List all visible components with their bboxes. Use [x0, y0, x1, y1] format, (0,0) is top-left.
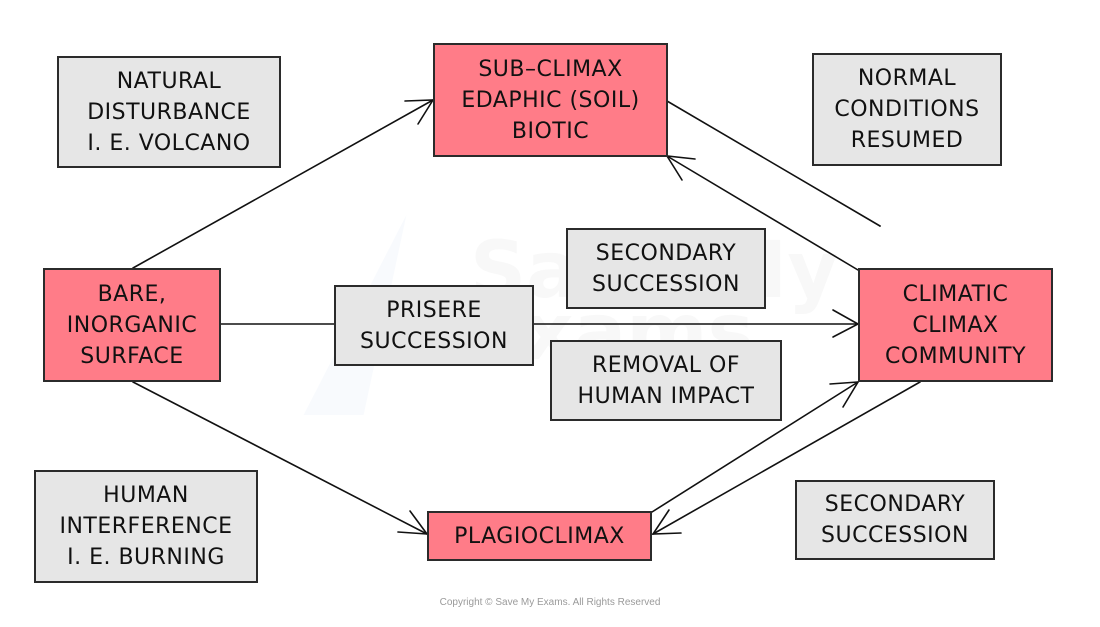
note-label-line: CONDITIONS — [834, 97, 980, 122]
arrowhead-icon — [404, 99, 435, 125]
stage-climatic-climax-community: CLIMATIC CLIMAX COMMUNITY — [858, 268, 1053, 382]
arrow-climatic-to-subclimax — [666, 155, 859, 271]
note-label-line: SECONDARY — [824, 492, 966, 517]
note-label-line: HUMAN IMPACT — [577, 383, 755, 409]
stage-bare-inorganic-surface: BARE, INORGANIC SURFACE — [43, 268, 221, 382]
arrow-plagioclimax-to-climatic — [651, 381, 859, 513]
stage-label-line: SUB–CLIMAX — [478, 56, 623, 82]
stage-label-line: EDAPHIC (SOIL) — [461, 87, 640, 113]
note-label-line: DISTURBANCE — [87, 99, 251, 125]
note-label-line: RESUMED — [850, 128, 964, 153]
stage-label-line: INORGANIC — [66, 312, 198, 338]
arrowhead-icon — [651, 509, 682, 535]
arrow-subclimax-to-climatic — [666, 100, 881, 227]
note-human-interference: HUMAN INTERFERENCE I. E. BURNING — [34, 470, 258, 583]
arrow-bare-to-subclimax — [132, 99, 434, 269]
stage-label-line: SURFACE — [80, 343, 184, 369]
note-label-line: SECONDARY — [595, 240, 737, 266]
note-secondary-succession-upper: SECONDARY SUCCESSION — [566, 228, 766, 309]
note-label-line: SUCCESSION — [821, 523, 969, 548]
note-label-line: I. E. BURNING — [67, 545, 225, 570]
note-label-line: I. E. VOLCANO — [87, 130, 251, 156]
note-label-line: INTERFERENCE — [59, 514, 233, 539]
note-label-line: NATURAL — [116, 68, 222, 94]
stage-label-line: CLIMATIC — [902, 281, 1009, 307]
note-removal-of-human-impact: REMOVAL OF HUMAN IMPACT — [550, 340, 782, 421]
stage-label-line: CLIMAX — [912, 312, 999, 338]
arrowhead-icon — [397, 510, 429, 535]
stage-label-line: BARE, — [97, 281, 167, 307]
stage-sub-climax: SUB–CLIMAX EDAPHIC (SOIL) BIOTIC — [433, 43, 668, 157]
note-natural-disturbance: NATURAL DISTURBANCE I. E. VOLCANO — [57, 56, 281, 168]
note-label-line: REMOVAL OF — [591, 352, 740, 378]
note-label-line: HUMAN — [103, 483, 189, 508]
arrowhead-icon — [829, 381, 860, 408]
note-label-line: PRISERE — [386, 297, 482, 323]
stage-label-line: BIOTIC — [511, 118, 590, 144]
note-normal-conditions-resumed: NORMAL CONDITIONS RESUMED — [812, 53, 1002, 166]
note-secondary-succession-lower: SECONDARY SUCCESSION — [795, 480, 995, 560]
note-prisere-succession: PRISERE SUCCESSION — [334, 285, 534, 366]
note-label-line: SUCCESSION — [360, 328, 508, 354]
arrowhead-icon — [665, 155, 696, 181]
note-label-line: SUCCESSION — [592, 271, 740, 297]
copyright-notice: Copyright © Save My Exams. All Rights Re… — [439, 597, 661, 608]
note-label-line: NORMAL — [857, 66, 957, 91]
stage-label-line: COMMUNITY — [884, 343, 1027, 369]
arrow-climatic-to-plagioclimax — [652, 381, 921, 535]
stage-plagioclimax: PLAGIOCLIMAX — [427, 511, 652, 561]
arrow-bare-to-plagioclimax — [132, 381, 428, 535]
stage-label-line: PLAGIOCLIMAX — [454, 523, 625, 549]
